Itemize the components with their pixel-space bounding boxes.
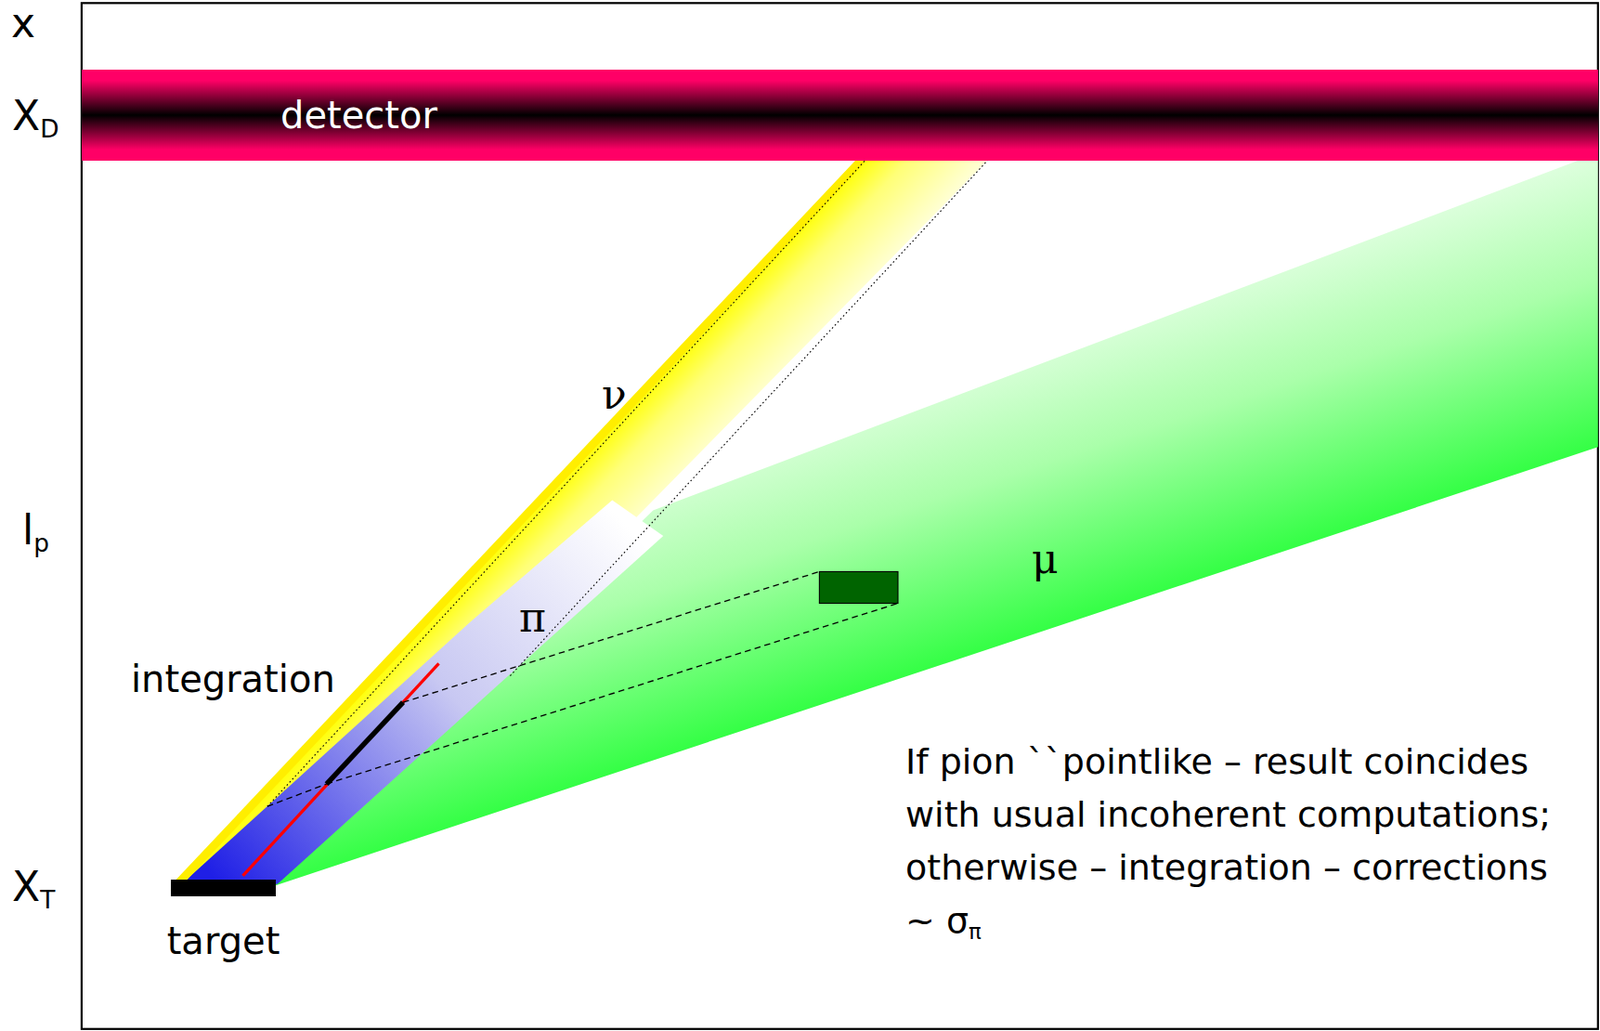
axis-label: XD	[12, 92, 59, 141]
dashed-line	[326, 603, 898, 785]
dotted-line	[509, 160, 988, 677]
dotted-line	[267, 160, 866, 807]
note-text: If pion ``pointlike – result coincides w…	[905, 735, 1588, 948]
integration-label: integration	[130, 657, 336, 701]
dashed-line	[403, 571, 820, 703]
neutrino-edge	[175, 160, 861, 886]
target-bar: target	[170, 879, 276, 897]
frame	[81, 2, 1599, 1029]
integration-segment	[326, 702, 404, 784]
axis-label: XT	[12, 863, 55, 911]
muon-symbol: μ	[1031, 535, 1059, 584]
pion-symbol: π	[519, 594, 547, 642]
dashed-line	[267, 783, 327, 807]
axis-label: x	[11, 0, 36, 48]
muon-detector-cell	[819, 571, 898, 603]
detector-label: detector	[280, 93, 438, 137]
detector-band: detector	[81, 69, 1599, 161]
neutrino-beam	[170, 160, 989, 891]
neutrino-symbol: ν	[601, 371, 627, 419]
axis-label: lp	[22, 507, 50, 555]
target-label: target	[167, 919, 281, 963]
